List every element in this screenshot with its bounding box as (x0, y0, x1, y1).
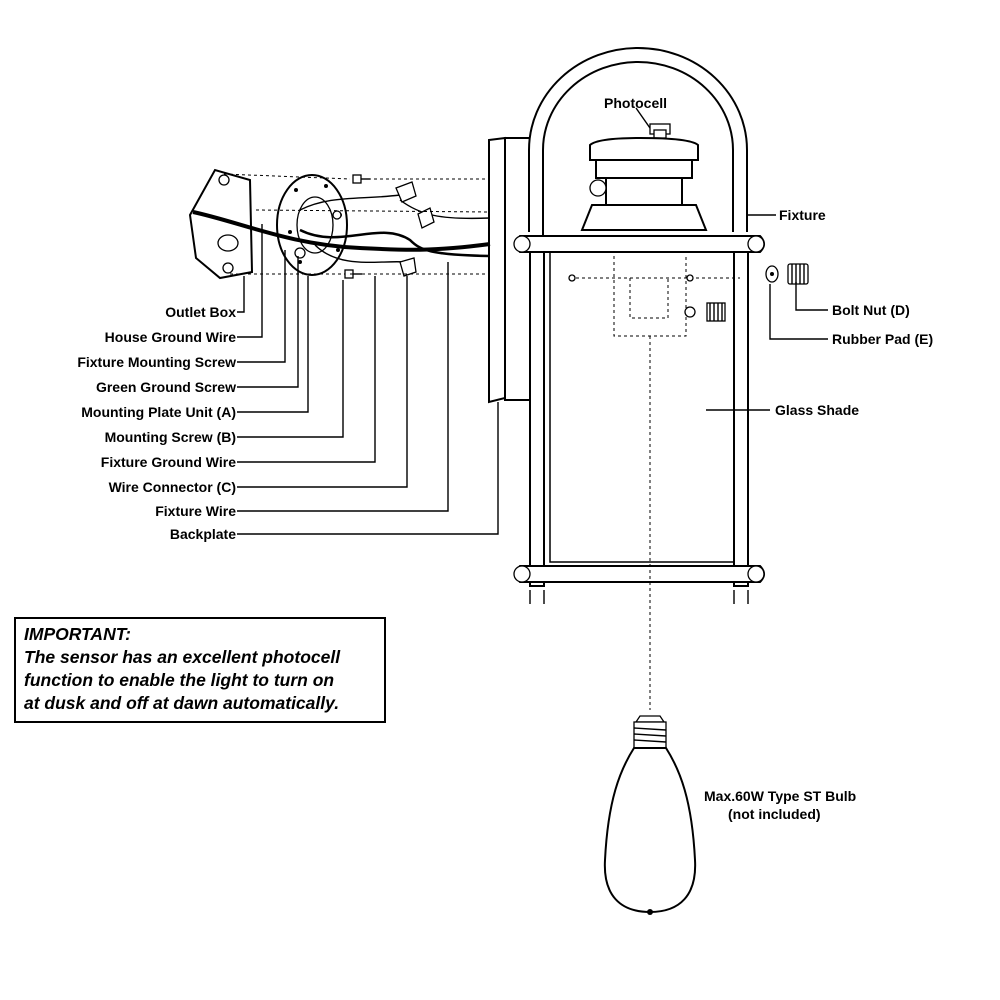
bulb-part (603, 715, 697, 915)
label-bulb-line1: Max.60W Type ST Bulb (704, 788, 856, 804)
label-bulb-line2: (not included) (728, 806, 821, 822)
label-fixture-mounting-screw: Fixture Mounting Screw (77, 354, 236, 370)
wires (192, 194, 491, 264)
label-fixture-wire: Fixture Wire (155, 503, 236, 519)
bolt-nut-part (787, 263, 809, 285)
important-note-box: IMPORTANT: The sensor has an excellent p… (14, 617, 386, 723)
label-mounting-screw: Mounting Screw (B) (105, 429, 236, 445)
glass-shade-part (513, 235, 765, 710)
leader-lines (237, 107, 828, 535)
rubber-pad-part (765, 265, 779, 283)
mounting-plate-part (276, 174, 348, 276)
outlet-box-part (188, 168, 254, 280)
label-mounting-plate-unit: Mounting Plate Unit (A) (81, 404, 236, 420)
label-backplate: Backplate (170, 526, 236, 542)
label-glass-shade: Glass Shade (775, 402, 859, 418)
label-rubber-pad: Rubber Pad (E) (832, 331, 933, 347)
label-bolt-nut: Bolt Nut (D) (832, 302, 910, 318)
label-outlet-box: Outlet Box (165, 304, 236, 320)
label-house-ground-wire: House Ground Wire (105, 329, 237, 345)
label-photocell: Photocell (604, 95, 667, 111)
note-line-2: function to enable the light to turn on (24, 670, 335, 690)
fixture-arch (528, 47, 748, 232)
note-line-3: at dusk and off at dawn automatically. (24, 693, 340, 713)
label-green-ground-screw: Green Ground Screw (96, 379, 236, 395)
note-line-1: The sensor has an excellent photocell (24, 647, 341, 667)
wire-connector-part (395, 181, 435, 277)
label-wire-connector: Wire Connector (C) (109, 479, 236, 495)
note-heading: IMPORTANT: (24, 624, 131, 644)
label-fixture-ground-wire: Fixture Ground Wire (101, 454, 236, 470)
label-fixture: Fixture (779, 207, 826, 223)
alignment-lines (223, 173, 490, 275)
photocell-part (580, 123, 708, 231)
